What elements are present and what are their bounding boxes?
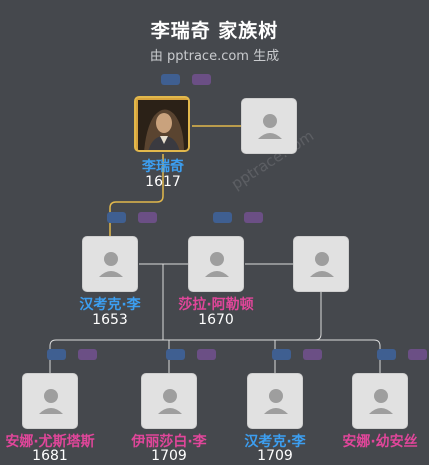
- person-year: 1681: [32, 448, 68, 464]
- blue-marker: [161, 74, 180, 85]
- person-name: 汉考克·李: [79, 297, 141, 313]
- child-line-1: [49, 339, 57, 373]
- person-card-placeholder[interactable]: [22, 373, 78, 429]
- person-silhouette-icon: [369, 389, 393, 414]
- person-name: 安娜·尤斯塔斯: [5, 434, 95, 450]
- page-subtitle: 由 pptrace.com 生成: [149, 49, 280, 64]
- purple-marker: [408, 349, 427, 360]
- blue-marker: [377, 349, 396, 360]
- person-card-placeholder[interactable]: [247, 373, 303, 429]
- person-year: 1670: [198, 312, 234, 328]
- blue-marker: [213, 212, 232, 223]
- person-photo[interactable]: [134, 96, 190, 152]
- person-silhouette-icon: [39, 389, 63, 414]
- blue-marker: [166, 349, 185, 360]
- person-silhouette-icon: [258, 114, 282, 139]
- person-card-placeholder[interactable]: [141, 373, 197, 429]
- purple-marker: [244, 212, 263, 223]
- blue-marker: [107, 212, 126, 223]
- purple-marker: [303, 349, 322, 360]
- person-card-placeholder[interactable]: [241, 98, 297, 154]
- person-card-placeholder[interactable]: [82, 236, 138, 292]
- person-silhouette-icon: [99, 252, 123, 277]
- person-name: 安娜·幼安丝: [342, 434, 418, 450]
- portrait-image: [138, 100, 188, 150]
- purple-marker: [78, 349, 97, 360]
- purple-marker: [138, 212, 157, 223]
- page-title: 李瑞奇 家族树: [150, 20, 279, 42]
- person-name: 汉考克·李: [244, 434, 306, 450]
- person-silhouette-icon: [264, 389, 288, 414]
- descent-line-focus: [109, 154, 164, 236]
- person-card-placeholder[interactable]: [293, 236, 349, 292]
- purple-marker: [197, 349, 216, 360]
- person-silhouette-icon: [310, 252, 334, 277]
- person-name: 李瑞奇: [142, 159, 184, 175]
- purple-marker: [192, 74, 211, 85]
- person-year: 1653: [92, 312, 128, 328]
- blue-marker: [47, 349, 66, 360]
- person-silhouette-icon: [158, 389, 182, 414]
- person-name: 莎拉·阿勒顿: [178, 297, 254, 313]
- person-year: 1709: [257, 448, 293, 464]
- person-card-placeholder[interactable]: [352, 373, 408, 429]
- person-year: 1617: [145, 174, 181, 190]
- person-name: 伊丽莎白·李: [131, 434, 207, 450]
- person-card-placeholder[interactable]: [188, 236, 244, 292]
- person-silhouette-icon: [205, 252, 229, 277]
- child-line-4: [373, 339, 381, 373]
- drop-line-2: [314, 292, 322, 341]
- person-year: 1709: [151, 448, 187, 464]
- blue-marker: [272, 349, 291, 360]
